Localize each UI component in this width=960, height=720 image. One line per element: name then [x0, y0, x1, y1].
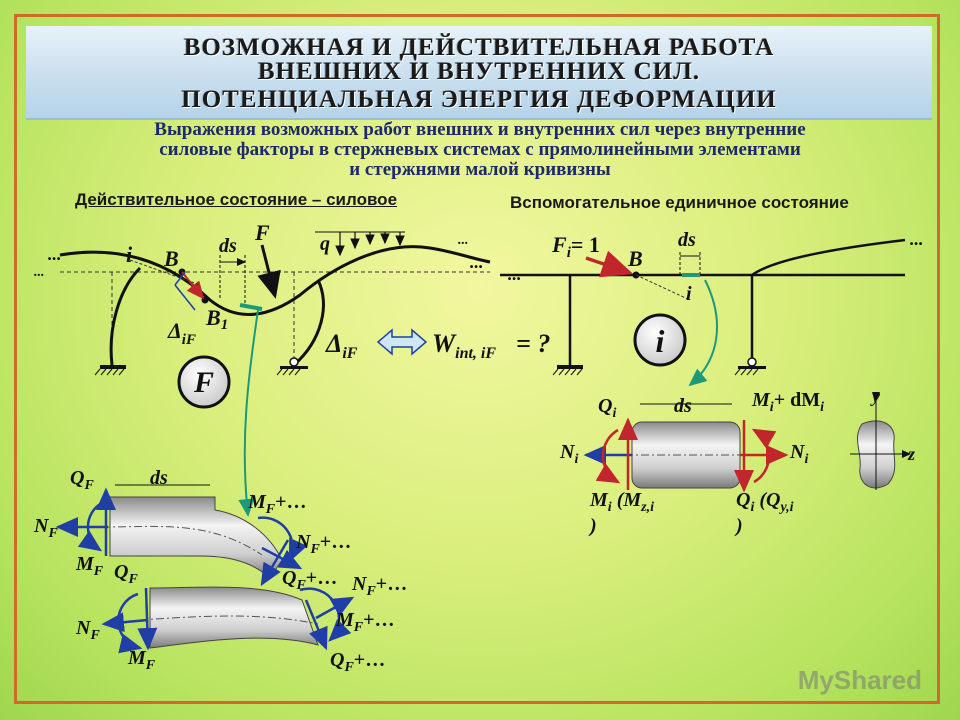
force-element-labels: QF ds NF MF QF MF+… NF+… QF+… NF+… MF+… …: [33, 467, 407, 675]
label-Fi: Fi= 1: [551, 232, 600, 261]
force-element-upper: [55, 484, 308, 587]
lower-NF-plus-label: NF+…: [351, 573, 407, 599]
left-dots-2: ...: [34, 265, 45, 280]
upper-QF-label: QF: [70, 467, 94, 493]
label-i-left: i: [126, 242, 133, 267]
badge-unit-label: i: [656, 323, 665, 359]
watermark: MyShared: [797, 665, 922, 695]
eq-rhs: = ?: [516, 329, 550, 358]
unit-MidMi-label: Mi+ dMi: [751, 389, 824, 415]
label-q: q: [320, 233, 330, 255]
subtitle: Выражения возможных работ внешних и внут…: [40, 120, 920, 180]
unit-Qi-note: Qi (Qy,i: [736, 489, 794, 515]
title-line-1: ВОЗМОЖНАЯ И ДЕЙСТВИТЕЛЬНАЯ РАБОТА: [183, 34, 775, 61]
axis-z-label: z: [907, 444, 915, 464]
lower-NF-label: NF: [75, 617, 100, 643]
lower-MF-label: MF: [127, 647, 156, 673]
badge-force-state: [177, 355, 231, 409]
title-line-3: ПОТЕНЦИАЛЬНАЯ ЭНЕРГИЯ ДЕФОРМАЦИИ: [181, 86, 777, 113]
equation: ΔiF Wint, iF = ?: [325, 328, 550, 362]
left-frame: ... ... ... ... i B B1 ds F q ΔiF: [34, 220, 491, 376]
upper-MF-label: MF: [75, 553, 104, 579]
subtitle-line-2: силовые факторы в стержневых системах с …: [159, 139, 801, 160]
unit-Mi-close: ): [588, 515, 597, 537]
eq-delta: ΔiF: [325, 329, 358, 362]
right-dots-2: ...: [910, 229, 924, 249]
connector-curve-right: [688, 279, 718, 387]
upper-NF-label: NF: [33, 515, 58, 541]
force-element-lower: [101, 586, 355, 654]
actual-state-heading: Действительное состояние – силовое: [75, 190, 398, 209]
right-dots-1: ...: [508, 264, 522, 284]
label-B1: B1: [205, 305, 228, 333]
left-dots-1: ...: [48, 244, 62, 264]
left-dots-3: ...: [470, 252, 484, 272]
connector-curve-left: [238, 309, 259, 517]
unit-ds-label: ds: [674, 395, 692, 417]
title-box: ВОЗМОЖНАЯ И ДЕЙСТВИТЕЛЬНАЯ РАБОТА ВНЕШНИ…: [26, 26, 932, 120]
double-arrow-icon: [376, 328, 428, 356]
upper-MF-plus-label: MF+…: [247, 491, 307, 517]
unit-state-heading: Вспомогательное единичное состояние: [510, 193, 849, 212]
eq-work: Wint, iF: [432, 329, 496, 362]
label-B-right: B: [627, 246, 643, 271]
badge-force-label: F: [193, 366, 214, 399]
upper-QF-plus-label: QF+…: [282, 567, 337, 593]
label-ds-right: ds: [678, 229, 696, 251]
axis-y-label: y: [870, 386, 881, 406]
title-line-2: ВНЕШНИХ И ВНУТРЕННИХ СИЛ.: [257, 58, 701, 85]
label-B-left: B: [163, 246, 179, 271]
left-dots-4: ...: [458, 233, 469, 248]
upper-ds-label: ds: [150, 467, 168, 489]
badge-unit-state: [633, 313, 687, 367]
unit-Qi-label: Qi: [598, 395, 616, 421]
upper-NF-plus-label: NF+…: [295, 531, 351, 557]
subtitle-line-3: и стержнями малой кривизны: [349, 159, 611, 180]
right-frame: ... ... Fi= 1 B ds i: [500, 229, 924, 376]
label-i-right: i: [686, 283, 692, 305]
label-ds-left: ds: [219, 235, 237, 257]
unit-Ni-left-label: Ni: [559, 441, 578, 467]
unit-element: Qi ds Mi+ dMi Ni Ni Mi (Mz,i ) Qi (Qy,i …: [559, 386, 915, 537]
lower-QF-plus-label: QF+…: [330, 649, 385, 675]
upper-QF2-label: QF: [114, 561, 138, 587]
unit-Mi-note: Mi (Mz,i: [589, 489, 654, 515]
unit-Qi-close: ): [734, 515, 743, 537]
label-F-force: F: [254, 220, 270, 245]
lower-MF-plus-label: MF+…: [335, 609, 395, 635]
unit-Ni-right-label: Ni: [789, 441, 808, 467]
slide-frame: [14, 14, 940, 704]
subtitle-line-1: Выражения возможных работ внешних и внут…: [154, 119, 806, 140]
label-delta-left: ΔiF: [167, 318, 196, 348]
